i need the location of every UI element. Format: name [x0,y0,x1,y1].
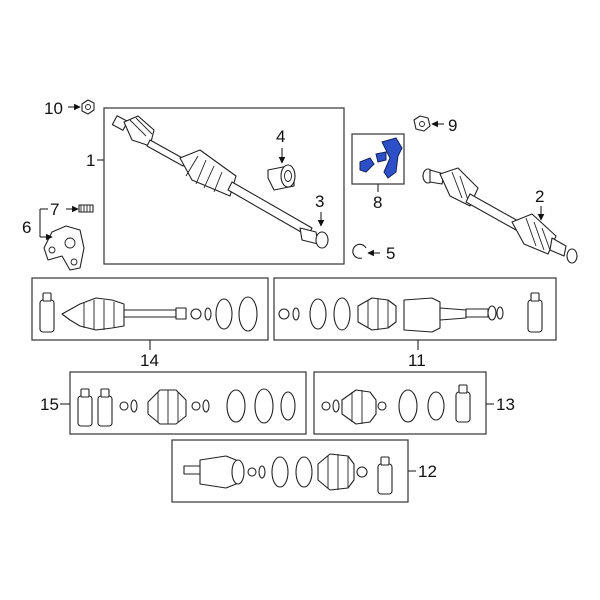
callout-4[interactable]: 4 [276,127,285,146]
part-1-axle-shaft[interactable] [111,115,329,249]
part-5-snap-ring[interactable] [352,243,367,259]
part-10-nut[interactable] [81,99,95,115]
kit-11-components[interactable] [278,292,543,333]
callout-15[interactable]: 15 [40,395,59,414]
callout-11[interactable]: 11 [408,351,426,370]
part-6-bracket[interactable] [43,225,85,271]
kit-14-components[interactable] [39,292,258,333]
part-1-box [103,107,345,265]
part-9-nut[interactable] [413,115,431,132]
kit-13-box [313,371,487,435]
callout-1[interactable]: 1 [86,151,95,170]
callout-9[interactable]: 9 [448,116,457,135]
callout-6[interactable]: 6 [22,218,31,237]
callout-10[interactable]: 10 [44,99,63,118]
kit-12-components[interactable] [183,453,393,495]
callout-7[interactable]: 7 [50,200,59,219]
callout-13[interactable]: 13 [496,395,515,414]
kit-15-box [69,371,307,435]
kit-14-box [31,277,269,341]
callout-2[interactable]: 2 [535,187,544,206]
kit-15-components[interactable] [77,388,296,427]
callout-12[interactable]: 12 [418,462,437,481]
callout-5[interactable]: 5 [386,244,395,263]
kit-11-box [273,277,557,341]
callout-14[interactable]: 14 [140,351,159,370]
kit-13-components[interactable] [321,384,471,425]
part-2-axle-shaft[interactable] [422,167,578,264]
callout-3[interactable]: 3 [315,192,324,211]
part-7-bolt[interactable] [78,204,94,213]
part-8-seal-highlighted[interactable] [359,137,403,179]
callout-8[interactable]: 8 [373,193,382,212]
part-4-bearing[interactable] [267,164,296,191]
